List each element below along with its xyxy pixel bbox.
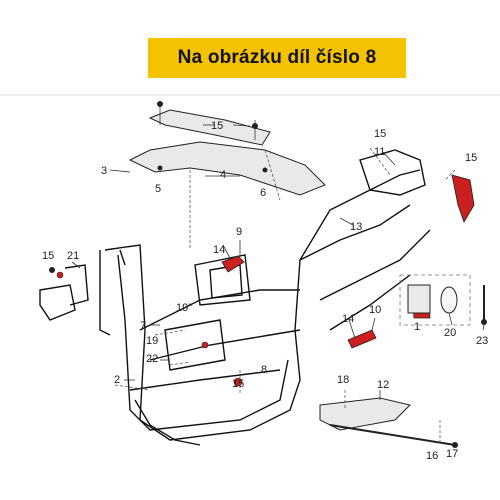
left-bracket [39,264,89,321]
label-12: 12 [377,379,389,391]
top-bracket [128,101,326,196]
label-4: 4 [220,169,226,181]
label-20: 20 [444,327,456,339]
highlighted-parts [56,174,475,387]
label-22: 22 [146,353,158,365]
label-15-left: 15 [42,250,54,262]
label-15-upper: 15 [374,128,386,140]
scooter-frame [99,149,431,446]
part-labels: 3 4 5 6 15 15 15 15 15 11 13 9 14 14 10 … [42,120,488,462]
label-13: 13 [350,221,362,233]
label-19-quote: 19" [176,302,192,314]
callout-lines [71,124,485,400]
label-23: 23 [476,335,488,347]
label-18: 18 [337,374,349,386]
label-21: 21 [67,250,79,262]
label-6: 6 [260,187,266,199]
label-15-top: 15 [211,120,223,132]
label-5: 5 [155,183,161,195]
center-stand [319,397,458,448]
label-15-lower: 15 [232,378,244,390]
label-10: 10 [369,304,381,316]
label-1: 1 [414,321,420,333]
label-16: 16 [426,450,438,462]
part-number-banner: Na obrázku díl číslo 8 [148,38,406,78]
banner-text: Na obrázku díl číslo 8 [177,47,377,68]
label-15-right: 15 [465,152,477,164]
label-11: 11 [374,146,385,158]
label-14-upper: 14 [213,244,225,256]
label-7: 7 [140,320,146,332]
label-3: 3 [101,165,107,177]
label-19: 19 [146,335,158,347]
label-17: 17 [446,448,458,460]
leader-lines [114,147,456,445]
label-14-lower: 14 [342,313,354,325]
label-9: 9 [236,226,242,238]
right-parts-box [399,274,487,326]
label-2: 2 [114,374,120,386]
label-8: 8 [261,364,267,376]
